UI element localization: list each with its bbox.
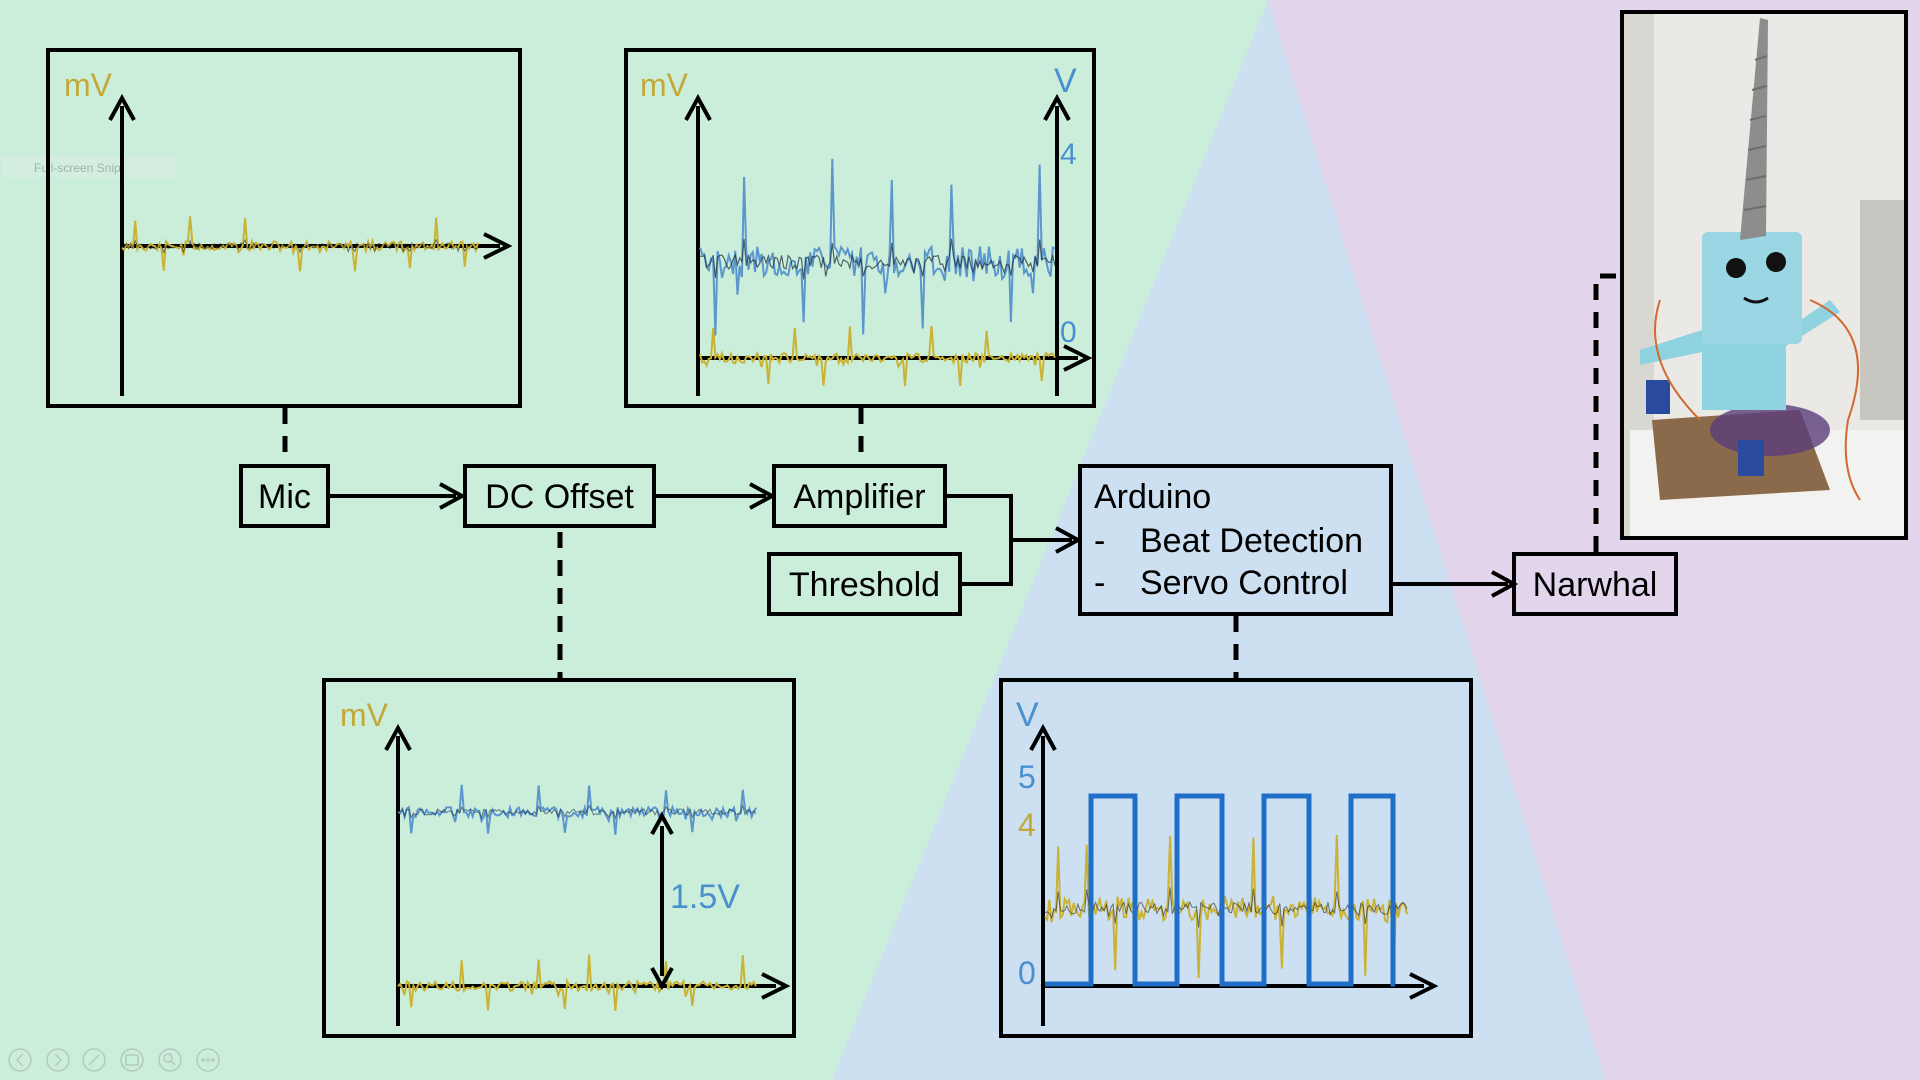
scope-arduino-y-unit: V bbox=[1016, 696, 1039, 734]
scope-arduino-y-arrow bbox=[1029, 723, 1057, 751]
robot-mouth bbox=[1743, 296, 1769, 304]
scope-amplifier-tick-high: 4 bbox=[1060, 138, 1077, 171]
robot-head bbox=[1702, 232, 1802, 344]
block-dc-offset[interactable]: DC Offset bbox=[463, 464, 656, 528]
robot-horn bbox=[1740, 18, 1768, 240]
scope-mic-frame bbox=[46, 48, 522, 408]
scope-arduino-input-trace bbox=[1044, 887, 1408, 928]
scope-dc-offset-measure-arrow-bottom bbox=[650, 967, 674, 991]
robot-horn-ridges bbox=[1743, 55, 1768, 211]
scope-amplifier-input-signal bbox=[699, 326, 1056, 387]
block-arduino-item-servo-control: Servo Control bbox=[1140, 564, 1348, 602]
scope-amplifier-x-arrow bbox=[1063, 344, 1093, 372]
scope-dc-offset-input-signal bbox=[397, 954, 757, 1011]
block-dc-offset-label: DC Offset bbox=[485, 478, 634, 516]
scope-amplifier-right-y-arrow bbox=[1043, 93, 1071, 121]
scope-amplifier-y-unit-right: V bbox=[1054, 62, 1077, 100]
scope-arduino-square-wave bbox=[1045, 793, 1396, 987]
scope-arduino-frame bbox=[999, 678, 1473, 1038]
scope-amplifier-tick-low: 0 bbox=[1060, 316, 1077, 349]
scope-amplifier-frame bbox=[624, 48, 1096, 408]
snip-overlay-text: Full-screen Snip bbox=[34, 161, 121, 175]
scope-arduino-x-arrow bbox=[1409, 972, 1439, 1000]
scope-dc-offset-y-unit: mV bbox=[340, 697, 389, 733]
block-arduino[interactable]: Arduino - Beat Detection - Servo Control bbox=[1078, 464, 1393, 616]
block-amplifier-label: Amplifier bbox=[793, 478, 925, 516]
slideshow-controls bbox=[8, 1048, 220, 1072]
block-arduino-bullet-1: - bbox=[1094, 522, 1105, 560]
scope-arduino-input-signal bbox=[1044, 834, 1408, 979]
scope-dc-offset: mV 1.5V bbox=[322, 678, 796, 1038]
scope-amplifier-left-y-arrow bbox=[684, 93, 712, 121]
block-threshold-label: Threshold bbox=[789, 566, 940, 604]
block-arduino-title: Arduino bbox=[1094, 478, 1211, 516]
slides-icon[interactable] bbox=[120, 1048, 144, 1072]
robot-eye-left bbox=[1726, 258, 1746, 278]
scope-mic-y-unit: mV bbox=[64, 67, 113, 103]
scope-dc-offset-y-arrow bbox=[384, 723, 412, 751]
scope-mic-signal bbox=[121, 216, 479, 272]
scope-mic-x-arrow bbox=[483, 232, 513, 260]
servo-motor bbox=[1738, 440, 1764, 476]
prev-icon[interactable] bbox=[8, 1048, 32, 1072]
scope-arduino-tick-0: 0 bbox=[1018, 955, 1036, 991]
block-mic-label: Mic bbox=[258, 478, 311, 516]
more-icon[interactable] bbox=[196, 1048, 220, 1072]
snip-overlay[interactable]: Full-screen Snip bbox=[2, 156, 176, 178]
scope-dc-offset-frame bbox=[322, 678, 796, 1038]
scope-arduino: V 5 4 0 bbox=[999, 678, 1473, 1038]
block-narwhal[interactable]: Narwhal bbox=[1512, 552, 1678, 616]
zoom-icon[interactable] bbox=[158, 1048, 182, 1072]
scope-dc-offset-measure-arrow-top bbox=[650, 811, 674, 835]
robot-wire bbox=[1809, 299, 1861, 501]
block-arduino-item-beat-detection: Beat Detection bbox=[1140, 522, 1363, 560]
block-arduino-bullet-2: - bbox=[1094, 564, 1105, 602]
robot-fin-left bbox=[1640, 330, 1702, 365]
scope-amplifier-amplified-trace bbox=[699, 238, 1056, 280]
scope-dc-offset-offset-label: 1.5V bbox=[670, 878, 740, 916]
scope-dc-offset-x-arrow bbox=[761, 972, 791, 1000]
scope-arduino-tick-5: 5 bbox=[1018, 759, 1036, 795]
dashed-connectors bbox=[282, 273, 1624, 678]
scope-mic: mV bbox=[46, 48, 522, 408]
background-blue bbox=[832, 0, 1605, 1080]
scope-arduino-tick-4: 4 bbox=[1018, 807, 1036, 843]
block-mic[interactable]: Mic bbox=[239, 464, 330, 528]
narwhal-robot-photo bbox=[1620, 10, 1908, 540]
scope-mic-y-arrow bbox=[108, 93, 136, 121]
block-threshold[interactable]: Threshold bbox=[767, 552, 962, 616]
scope-dc-offset-shifted-trace bbox=[397, 803, 757, 820]
robot-eye-right bbox=[1766, 252, 1786, 272]
arrow-mic-to-dc-offset-head bbox=[439, 482, 467, 510]
next-icon[interactable] bbox=[46, 1048, 70, 1072]
pen-icon[interactable] bbox=[82, 1048, 106, 1072]
block-amplifier[interactable]: Amplifier bbox=[772, 464, 947, 528]
scope-amplifier-y-unit-left: mV bbox=[640, 67, 689, 103]
connector-narwhal-photo bbox=[1593, 273, 1624, 552]
scope-mic-signal-trace bbox=[121, 238, 479, 255]
scope-amplifier: mV V 4 0 bbox=[624, 48, 1096, 408]
block-narwhal-label: Narwhal bbox=[1533, 566, 1658, 604]
